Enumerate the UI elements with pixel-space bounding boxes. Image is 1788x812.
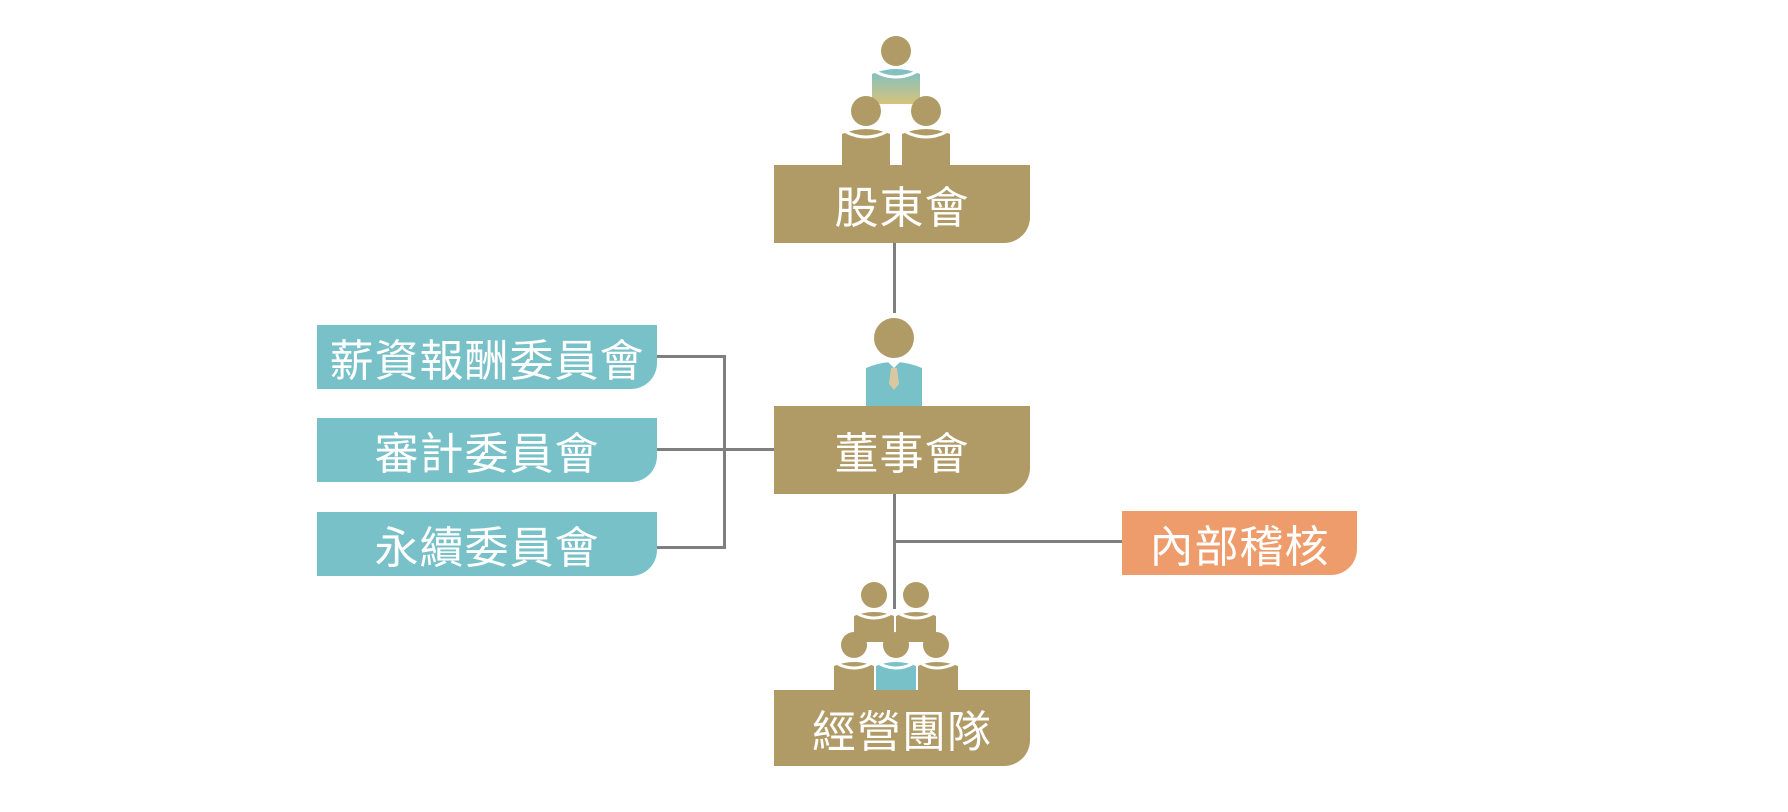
shareholders-label: 股東會 <box>834 183 970 234</box>
chairman-icon <box>864 318 924 406</box>
five-people-icon <box>834 582 958 690</box>
three-people-icon <box>836 34 956 166</box>
board-label: 董事會 <box>834 429 970 480</box>
shareholders-box: 股東會 <box>774 165 1030 243</box>
internal-audit-box: 內部稽核 <box>1122 511 1357 575</box>
connector-internal-audit <box>893 540 1123 543</box>
sustainability-committee-label: 永續委員會 <box>374 523 600 574</box>
compensation-committee-box: 薪資報酬委員會 <box>317 325 657 389</box>
connector-compensation <box>655 355 725 358</box>
connector-shareholders-board <box>893 243 896 313</box>
audit-committee-box: 審計委員會 <box>317 418 657 482</box>
connector-board-management <box>893 494 896 609</box>
board-box: 董事會 <box>774 406 1030 494</box>
compensation-committee-label: 薪資報酬委員會 <box>329 336 645 387</box>
connector-sustainability <box>655 546 725 549</box>
audit-committee-label: 審計委員會 <box>374 429 600 480</box>
management-label: 經營團隊 <box>812 707 992 758</box>
management-box: 經營團隊 <box>774 690 1030 766</box>
internal-audit-label: 內部稽核 <box>1149 522 1330 573</box>
connector-audit <box>655 448 775 451</box>
sustainability-committee-box: 永續委員會 <box>317 512 657 576</box>
connector-committee-spine <box>723 355 726 549</box>
